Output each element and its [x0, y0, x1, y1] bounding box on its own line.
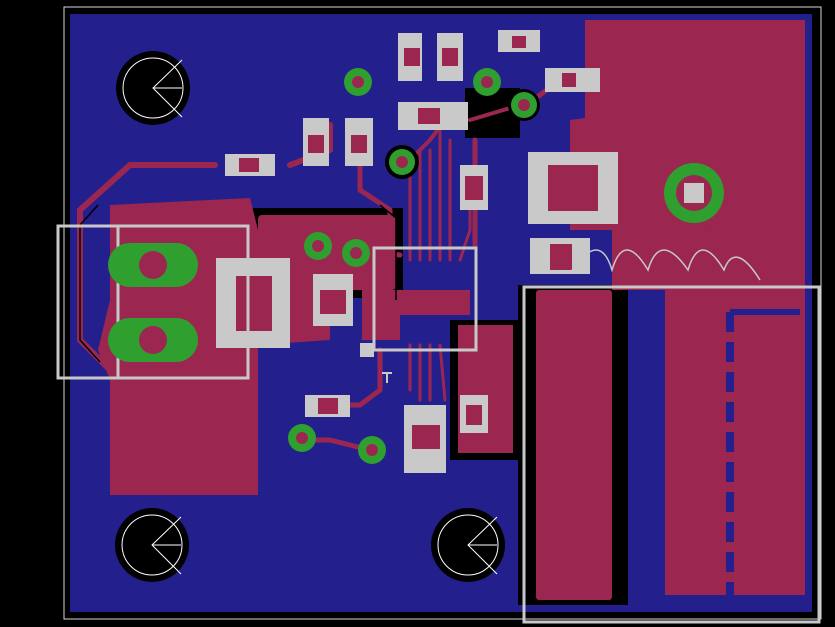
connector-pads	[108, 243, 198, 362]
vias	[288, 68, 730, 464]
top-copper-pours	[98, 20, 805, 600]
pad-copper-centres	[236, 36, 598, 449]
trace-outlines	[79, 204, 397, 363]
mounting-holes	[115, 51, 505, 582]
board-outline	[63, 6, 822, 620]
test-point-mark	[382, 372, 392, 383]
pin1-marker	[360, 343, 374, 357]
